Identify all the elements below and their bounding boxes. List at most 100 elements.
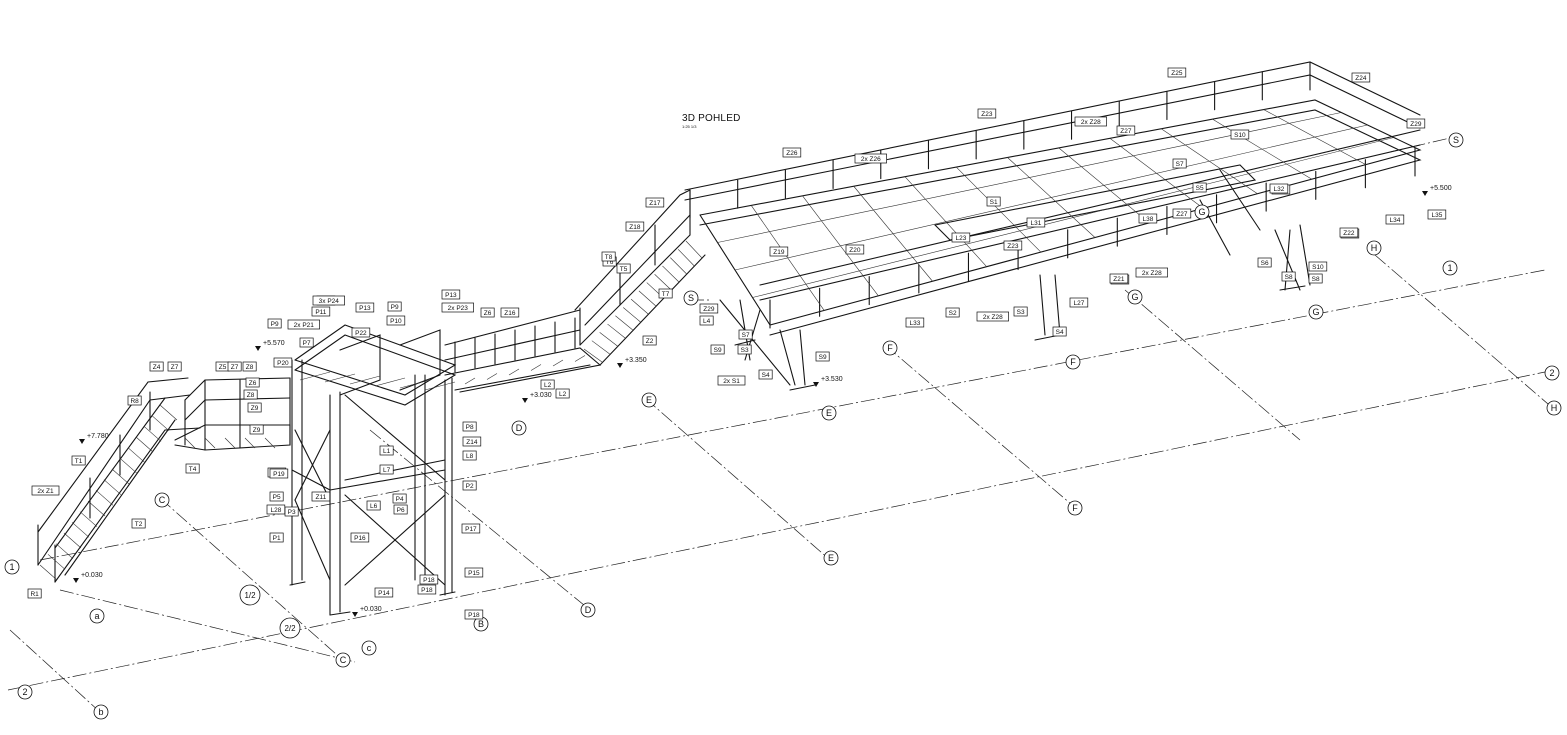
elevation-marker: +3.350 — [617, 357, 647, 368]
svg-text:2: 2 — [1549, 368, 1554, 378]
svg-text:P1: P1 — [273, 535, 281, 542]
part-label: P8 — [462, 421, 477, 432]
stair-tread — [607, 323, 626, 339]
svg-text:L7: L7 — [383, 467, 391, 474]
part-label: 2x Z1 — [31, 485, 60, 496]
stair-right-string — [599, 254, 706, 366]
svg-text:Z6: Z6 — [249, 380, 257, 387]
svg-text:P3: P3 — [288, 509, 296, 516]
grid-bubble-number: 2 — [17, 684, 33, 700]
svg-text:F: F — [1070, 357, 1076, 367]
svg-text:L34: L34 — [1389, 217, 1400, 224]
part-label: Z29 — [1406, 118, 1426, 129]
svg-text:P16: P16 — [354, 535, 366, 542]
svg-text:2x S1: 2x S1 — [723, 378, 740, 385]
grid-bubble-number: 2 — [1544, 365, 1560, 381]
part-label: Z4 — [149, 361, 164, 372]
svg-text:P14: P14 — [378, 590, 390, 597]
svg-text:B: B — [478, 619, 484, 629]
svg-text:P8: P8 — [466, 424, 474, 431]
part-label: P9 — [267, 318, 282, 329]
svg-text:a: a — [94, 611, 99, 621]
svg-text:D: D — [585, 605, 592, 615]
part-label: S3 — [737, 344, 752, 355]
svg-text:P4: P4 — [396, 496, 404, 503]
view-title: 3D POHLED — [682, 113, 741, 124]
grid-bubble-letter: F — [1065, 354, 1081, 370]
svg-text:Z19: Z19 — [773, 249, 785, 256]
grid-bubble-letter: C — [335, 652, 351, 668]
svg-text:C: C — [159, 495, 166, 505]
part-label: L32 — [1269, 183, 1289, 194]
platform-front-rail — [759, 129, 1421, 286]
svg-text:P6: P6 — [397, 507, 405, 514]
part-label: L34 — [1385, 214, 1405, 225]
base-plate — [439, 591, 456, 596]
svg-text:+0.030: +0.030 — [81, 572, 103, 579]
svg-text:P18: P18 — [423, 577, 435, 584]
svg-text:R1: R1 — [30, 591, 39, 598]
svg-text:T2: T2 — [135, 521, 143, 528]
svg-text:S3: S3 — [741, 347, 749, 354]
tower-brace — [294, 429, 331, 501]
tower-deck-grate — [324, 373, 356, 383]
part-label: Z9 — [247, 402, 262, 413]
part-label: Z5 — [215, 361, 230, 372]
part-label: S8 — [1281, 271, 1296, 282]
tower-top-frame — [294, 334, 457, 406]
stair-tread — [143, 426, 162, 442]
svg-text:S8: S8 — [1285, 274, 1293, 281]
stair-left-linework — [54, 397, 166, 549]
stair-tread — [63, 532, 82, 549]
landing-grate — [264, 437, 276, 449]
svg-text:2x Z28: 2x Z28 — [1081, 119, 1101, 126]
stair-tread — [79, 511, 98, 527]
part-label: T8 — [601, 251, 616, 262]
grid-bubble-letter: F — [1067, 500, 1083, 516]
part-label: L7 — [379, 464, 394, 475]
svg-text:P13: P13 — [359, 305, 371, 312]
part-label: Z8 — [243, 389, 258, 400]
part-label: S5 — [1192, 182, 1207, 193]
svg-text:L32: L32 — [1273, 186, 1284, 193]
base-plate — [734, 339, 756, 346]
part-label: Z29 — [699, 303, 719, 314]
svg-text:Z8: Z8 — [246, 364, 254, 371]
support-column — [1299, 224, 1311, 286]
grid-bubble-letter: G — [1194, 204, 1210, 220]
svg-text:P5: P5 — [273, 494, 281, 501]
svg-text:P9: P9 — [391, 304, 399, 311]
svg-text:P10: P10 — [390, 318, 402, 325]
svg-text:L4: L4 — [703, 318, 711, 325]
svg-text:S10: S10 — [1312, 264, 1324, 271]
support-column — [1039, 274, 1046, 336]
svg-text:+3.350: +3.350 — [625, 357, 647, 364]
part-label: R8 — [127, 395, 142, 406]
svg-text:S4: S4 — [762, 372, 770, 379]
svg-text:E: E — [826, 408, 832, 418]
base-plate — [329, 611, 351, 616]
walkway-rail — [444, 329, 581, 361]
tower-brace — [344, 394, 446, 481]
part-label: P20 — [273, 357, 293, 368]
part-label: 3x P24 — [312, 295, 345, 306]
svg-text:+3.530: +3.530 — [821, 376, 843, 383]
grid-bubble-letter: G — [1308, 304, 1324, 320]
svg-text:1: 1 — [1447, 263, 1452, 273]
part-label: S7 — [738, 329, 753, 340]
stair-tread — [135, 436, 154, 453]
svg-text:T8: T8 — [605, 254, 613, 261]
svg-text:S9: S9 — [714, 347, 722, 354]
walkway-deck — [444, 347, 602, 393]
svg-text:Z20: Z20 — [849, 247, 861, 254]
grid-bubble-letter: E — [823, 550, 839, 566]
part-label: S1 — [986, 196, 1001, 207]
svg-text:S7: S7 — [1176, 161, 1184, 168]
svg-text:L1: L1 — [383, 448, 391, 455]
svg-text:P18: P18 — [468, 612, 480, 619]
elevation-marker: +5.570 — [255, 340, 285, 351]
landing-grate — [224, 437, 236, 449]
svg-text:2x P21: 2x P21 — [294, 322, 315, 329]
part-label: P5 — [269, 491, 284, 502]
